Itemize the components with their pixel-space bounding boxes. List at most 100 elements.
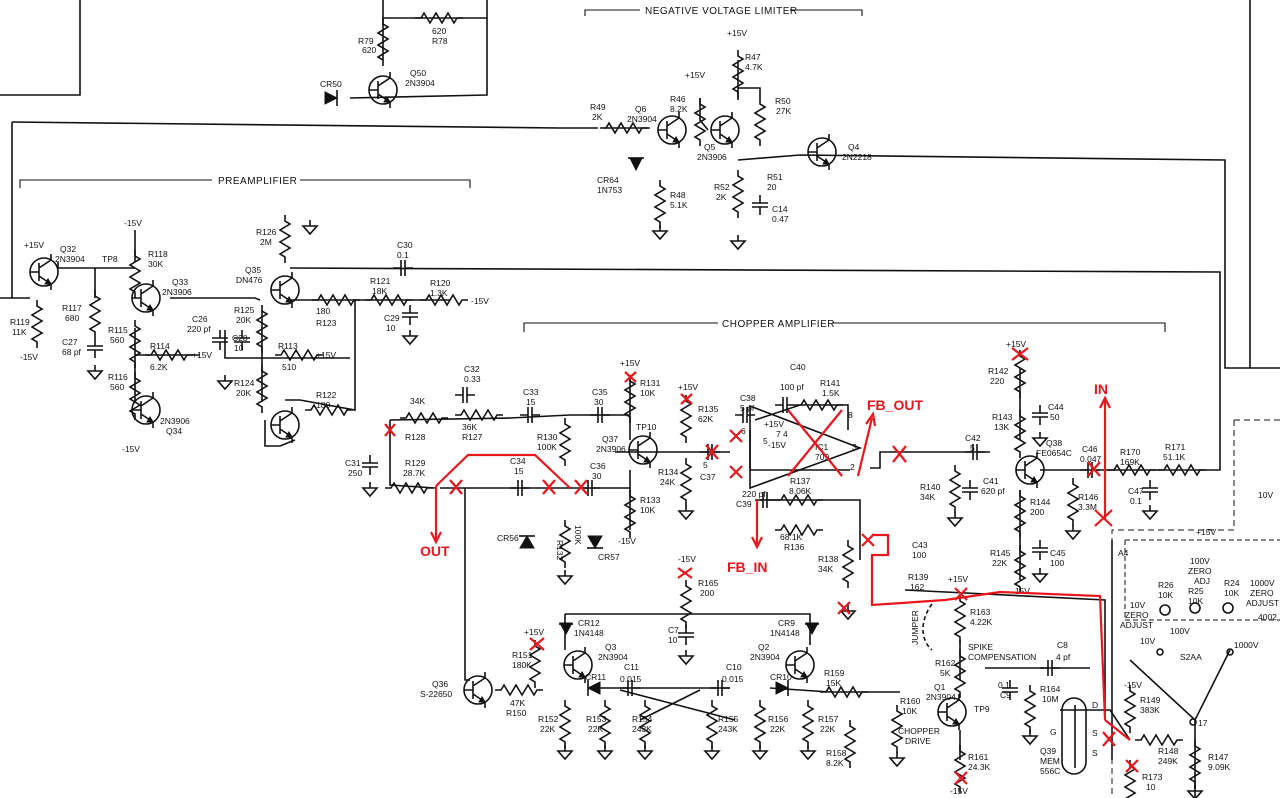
label: R122 — [316, 390, 337, 400]
label: 6.2K — [150, 362, 168, 372]
label: C10 — [726, 662, 742, 672]
label: 2N3906 — [697, 152, 727, 162]
label: 169K — [1120, 457, 1140, 467]
label: 2K — [716, 192, 727, 202]
label: 0.047 — [1080, 454, 1102, 464]
label: R146 — [1078, 492, 1099, 502]
label: 22K — [540, 724, 555, 734]
label: 100 — [912, 550, 926, 560]
label: 34K — [410, 396, 425, 406]
label: 180 — [316, 306, 330, 316]
label: 100K — [537, 442, 557, 452]
a4-boundary — [1111, 419, 1280, 798]
label: ADJUST — [1246, 598, 1279, 608]
label: S — [1092, 728, 1098, 738]
label: C37 — [700, 472, 716, 482]
label: 24K — [660, 477, 675, 487]
label: C33 — [523, 387, 539, 397]
red-markup — [430, 395, 1131, 741]
label: Q4 — [848, 142, 860, 152]
label: R127 — [462, 432, 483, 442]
label: 20 — [767, 182, 777, 192]
label: Q33 — [172, 277, 188, 287]
label: 10 — [386, 323, 396, 333]
label: 15K — [826, 678, 841, 688]
zero-adjust-pots — [922, 602, 1234, 726]
label: C14 — [772, 204, 788, 214]
label: CR10 — [770, 672, 792, 682]
label: R114 — [150, 341, 170, 351]
label: 10K — [1188, 596, 1203, 606]
label: 5.1K — [670, 200, 688, 210]
label: C36 — [590, 461, 606, 471]
label: 0.1 — [397, 250, 409, 260]
label: DRIVE — [905, 736, 931, 746]
label: R150 — [506, 708, 527, 718]
label: JUMPER — [910, 610, 920, 645]
label: 1.3K — [430, 288, 448, 298]
label: 0.33 — [464, 374, 481, 384]
label: 4 pf — [1056, 652, 1071, 662]
label: R24 — [1224, 578, 1240, 588]
label: R120 — [430, 278, 451, 288]
label: 180 — [316, 400, 330, 410]
label: TP8 — [102, 254, 118, 264]
label: 22K — [820, 724, 835, 734]
label: 0.1 — [1130, 496, 1142, 506]
label: 200 — [1030, 507, 1044, 517]
label: 8 — [848, 410, 853, 420]
label: +15V — [1196, 527, 1216, 537]
label: 0.015 — [722, 674, 744, 684]
label: 8.2K — [670, 104, 688, 114]
label: R131 — [640, 378, 661, 388]
label: Q3 — [605, 642, 617, 652]
label: S2AA — [1180, 652, 1202, 662]
label: C46 — [1082, 444, 1098, 454]
label: 5 pf — [740, 403, 755, 413]
annotation-fb-in: FB_IN — [727, 559, 767, 575]
label: R123 — [316, 318, 337, 328]
label: 220 — [990, 376, 1004, 386]
label: C32 — [464, 364, 480, 374]
label: 11K — [12, 327, 27, 337]
label: 27K — [776, 106, 791, 116]
label: R137 — [790, 476, 811, 486]
label: 17 — [1198, 718, 1208, 728]
label: R158 — [826, 748, 847, 758]
label: R142 — [988, 366, 1009, 376]
label: S — [1092, 748, 1098, 758]
label: Q5 — [704, 142, 716, 152]
label: Q2 — [758, 642, 770, 652]
label: C7 — [668, 625, 679, 635]
label: R145 — [990, 548, 1011, 558]
label: R132 — [555, 540, 565, 561]
label: ZERO — [1250, 588, 1274, 598]
label: R115 — [108, 325, 128, 335]
label: 2N2218 — [842, 152, 872, 162]
label: R116 — [108, 372, 128, 382]
label: 22K — [588, 724, 603, 734]
label: Q38 — [1046, 438, 1062, 448]
label: R161 — [968, 752, 989, 762]
label: CR9 — [778, 618, 795, 628]
label: 560 — [110, 335, 124, 345]
label: 13K — [994, 422, 1009, 432]
label: Q6 — [635, 104, 647, 114]
label: 24.3K — [968, 762, 991, 772]
label: R155 — [718, 714, 739, 724]
label: R129 — [405, 458, 426, 468]
label: A4 — [1118, 548, 1129, 558]
label: -15V — [1124, 680, 1142, 690]
label: 2N3906 — [160, 416, 190, 426]
label: CR56 — [497, 533, 519, 543]
label: 1N753 — [597, 185, 622, 195]
label: 680 — [65, 313, 79, 323]
section-title-preamplifier: PREAMPLIFIER — [218, 176, 297, 187]
label: R124 — [234, 378, 255, 388]
label: 28.7K — [403, 468, 426, 478]
label: R160 — [900, 696, 921, 706]
label: SPIKE — [968, 642, 993, 652]
label: R125 — [234, 305, 255, 315]
label: 100V — [1170, 626, 1190, 636]
label: 709 — [815, 452, 829, 462]
